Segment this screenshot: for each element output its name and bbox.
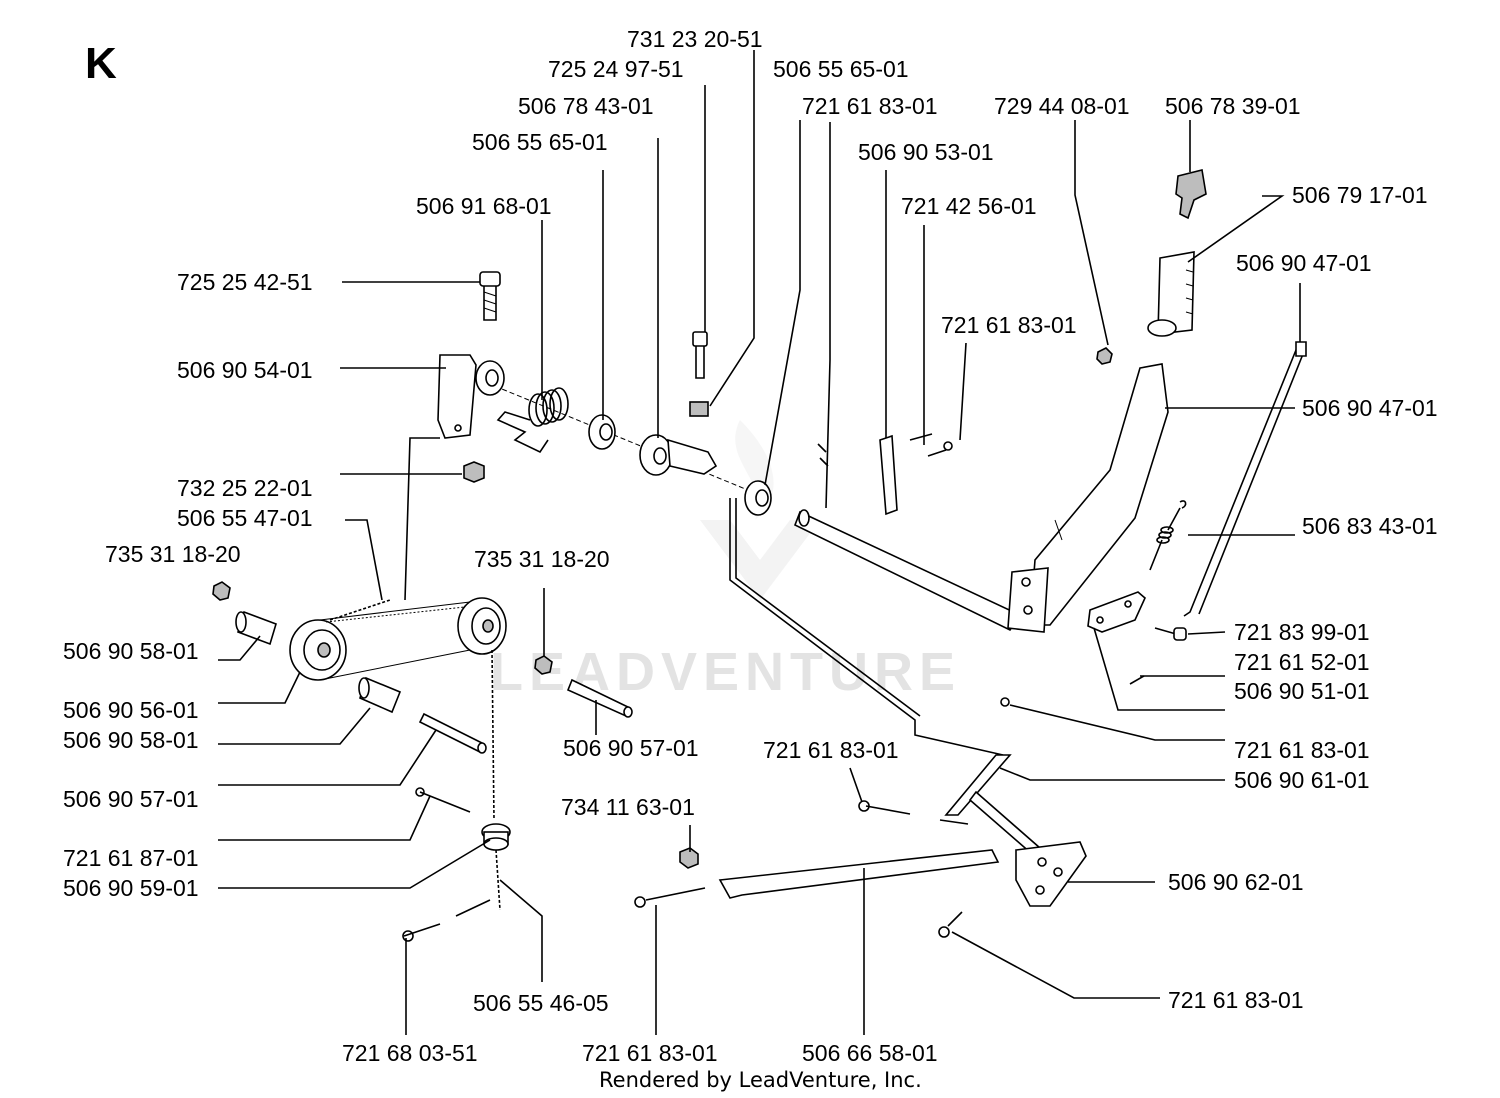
callout-label: 506 55 47-01 [177, 505, 313, 531]
callout-label: 506 90 58-01 [63, 727, 199, 753]
callout-label: 506 78 39-01 [1165, 93, 1301, 119]
callout-label: 506 66 58-01 [802, 1040, 938, 1066]
callout-label: 721 61 83-01 [1168, 987, 1304, 1013]
callout-label: 506 90 57-01 [63, 786, 199, 812]
callout-label: 506 55 46-05 [473, 990, 609, 1016]
callout-label: 506 55 65-01 [773, 56, 909, 82]
callout-label: 735 31 18-20 [474, 546, 610, 572]
callout-label: 721 61 83-01 [802, 93, 938, 119]
callout-label: 732 25 22-01 [177, 475, 313, 501]
callout-label: 506 90 57-01 [563, 735, 699, 761]
callout-label: 506 83 43-01 [1302, 513, 1438, 539]
callout-label: 506 90 59-01 [63, 875, 199, 901]
callout-label: 506 90 47-01 [1236, 250, 1372, 276]
callout-label: 721 68 03-51 [342, 1040, 478, 1066]
callout-label: 731 23 20-51 [627, 26, 763, 52]
callout-label: 734 11 63-01 [561, 794, 695, 820]
footer-credit: Rendered by LeadVenture, Inc. [599, 1068, 922, 1092]
callout-label: 721 61 83-01 [1234, 737, 1370, 763]
callout-label: 506 90 61-01 [1234, 767, 1370, 793]
callout-label: 721 61 87-01 [63, 845, 199, 871]
callout-label: 506 55 65-01 [472, 129, 608, 155]
callout-label: 729 44 08-01 [994, 93, 1130, 119]
callout-label: 721 42 56-01 [901, 193, 1037, 219]
callout-label: 725 24 97-51 [548, 56, 684, 82]
callout-label: 506 90 47-01 [1302, 395, 1438, 421]
callout-label: 506 79 17-01 [1292, 182, 1428, 208]
callout-label: 506 90 58-01 [63, 638, 199, 664]
callout-label: 506 90 54-01 [177, 357, 313, 383]
callout-label: 721 61 52-01 [1234, 649, 1370, 675]
parts-drawing [212, 169, 1307, 942]
callout-label: 506 78 43-01 [518, 93, 654, 119]
callout-label: 721 61 83-01 [763, 737, 899, 763]
callout-label: 506 91 68-01 [416, 193, 552, 219]
callout-labels: 731 23 20-51 725 24 97-51 506 55 65-01 5… [63, 26, 1438, 1066]
leader-lines [218, 50, 1301, 1035]
callout-label: 506 90 62-01 [1168, 869, 1304, 895]
callout-label: 725 25 42-51 [177, 269, 313, 295]
callout-label: 721 83 99-01 [1234, 619, 1370, 645]
callout-label: 735 31 18-20 [105, 541, 241, 567]
callout-label: 506 90 53-01 [858, 139, 994, 165]
callout-label: 506 90 56-01 [63, 697, 199, 723]
section-letter: K [85, 39, 117, 88]
callout-label: 721 61 83-01 [941, 312, 1077, 338]
callout-label: 506 90 51-01 [1234, 678, 1370, 704]
callout-label: 721 61 83-01 [582, 1040, 718, 1066]
